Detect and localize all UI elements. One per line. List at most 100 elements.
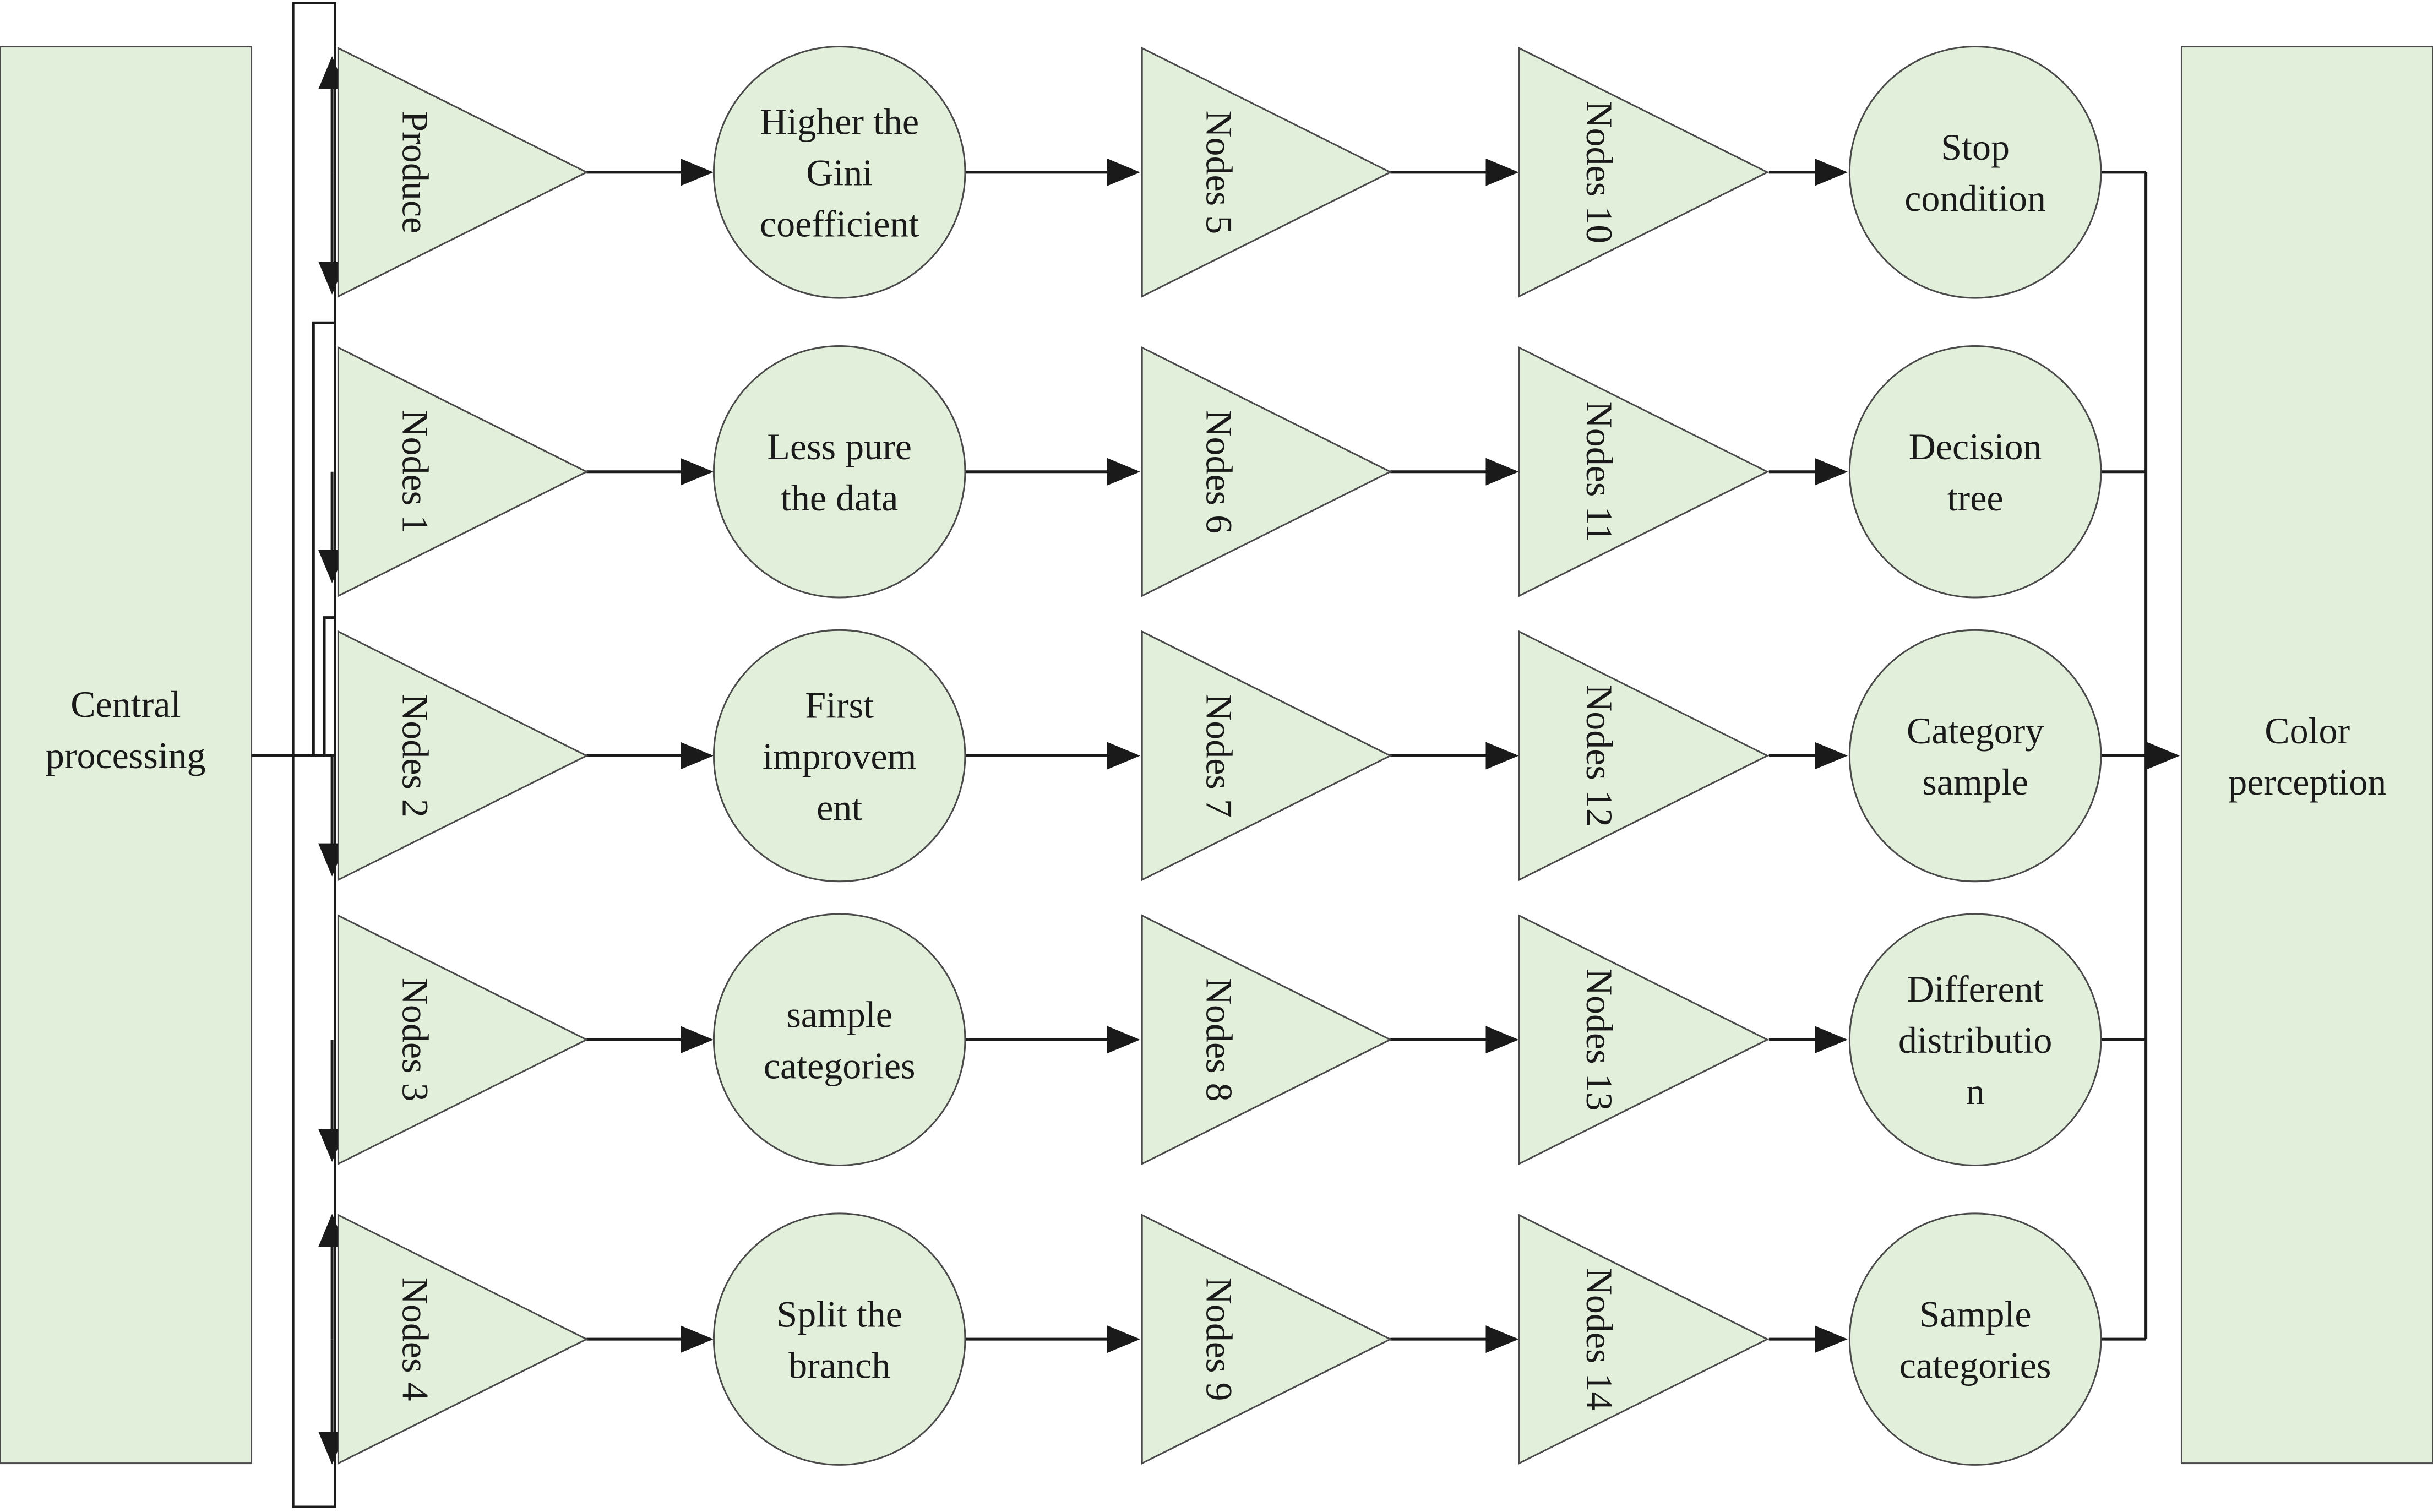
row-5-circle-2 [1848,1212,2102,1466]
bus-inner-line-1 [312,321,335,756]
row-1-circle-2-label: Stop condition [1904,126,2046,219]
row-2-node-b-triangle [1141,346,1392,597]
row-1-node-b-label-line: Nodes 5 [1198,110,1240,234]
row-1-circle-2 [1848,46,2102,299]
row-3-node-a-triangle [337,630,589,882]
row-1-circle-2-label-line: condition [1904,177,2046,219]
connector-lines [586,158,2180,1353]
row-1-node-a-label: Produce [394,111,436,233]
row-2-node-a-label-line: Nodes 1 [394,410,436,534]
row-1-node-a-triangle [337,46,589,298]
row-2-circle-1-label: Less pure the data [767,426,911,519]
row-4-circle-2-label-line: distributio [1898,1019,2053,1061]
row-2-node-a-triangle [337,346,589,597]
bus-inner-line-2 [323,616,335,756]
row-5-circle-2-label-line: categories [1899,1344,2051,1386]
row-4-circle-1-label-line: sample [786,994,892,1036]
row-4-node-b-label-line: Nodes 8 [1198,978,1240,1102]
row-4-circle-1-label: sample categories [764,994,916,1087]
row-5-node-b-label-line: Nodes 9 [1198,1277,1240,1401]
row-1-node-c-label: Nodes 10 [1579,101,1620,243]
color-perception-block [2180,46,2433,1465]
row-2-node-c-label-line: Nodes 11 [1579,401,1620,542]
row-2-node-c-triangle [1518,346,1770,597]
row-2-circle-2-label-line: Decision [1909,426,2042,467]
row-3-node-b-triangle [1141,630,1392,882]
row-1-node-b-label: Nodes 5 [1198,110,1240,234]
row-5-node-c-label: Nodes 14 [1579,1268,1620,1411]
row-5-node-a-label: Nodes 4 [394,1277,436,1401]
row-1-circle-1-label-line: Higher the [760,101,919,143]
row-4-node-c-triangle [1518,914,1770,1166]
row-4-circle-1 [712,913,966,1166]
row-5-node-b-label: Nodes 9 [1198,1277,1240,1401]
row-5-node-a-triangle [337,1214,589,1465]
row-5-circle-2-label-line: Sample [1919,1293,2032,1335]
row-3-circle-1-label-line: improvem [763,735,917,777]
row-3-circle-2-label-line: sample [1922,761,2028,803]
row-5-node-c-label-line: Nodes 14 [1579,1268,1620,1411]
row-3-circle-2-label: Category sample [1907,710,2044,803]
row-4-circle-2-label-line: Different [1907,968,2044,1010]
row-2-circle-2-label: Decision tree [1909,426,2042,519]
row-4-circle-1-label-line: categories [764,1045,916,1087]
row-4-node-a-label-line: Nodes 3 [394,978,436,1102]
row-4-node-c-label-line: Nodes 13 [1579,969,1620,1111]
row-3-node-a-label-line: Nodes 2 [394,694,436,818]
row-4-circle-2-label: Different distributio n [1898,968,2053,1112]
row-3-circle-1-label-line: First [805,684,874,726]
row-1-node-c-label-line: Nodes 10 [1579,101,1620,243]
row-4-node-b-triangle [1141,914,1392,1166]
row-5-node-b-triangle [1141,1214,1392,1465]
row-3-node-c-triangle [1518,630,1770,882]
row-3-node-c-label: Nodes 12 [1579,684,1620,827]
row-2-circle-2 [1848,345,2102,599]
row-1-circle-1-label-line: Gini [806,152,873,194]
row-5-circle-1-label: Split the branch [776,1293,902,1386]
row-5-circle-2-label: Sample categories [1899,1293,2051,1386]
row-2-circle-1 [712,345,966,599]
row-2-circle-1-label-line: the data [781,477,898,519]
row-5-circle-1-label-line: branch [788,1344,890,1386]
row-1-circle-1-label-line: coefficient [760,203,919,245]
row-4-node-a-triangle [337,914,589,1166]
row-1-circle-1 [712,46,966,299]
row-3-node-b-label-line: Nodes 7 [1198,694,1240,818]
row-4-circle-2-label-line: n [1966,1070,1985,1112]
row-3-node-b-label: Nodes 7 [1198,694,1240,818]
row-3-circle-1-label-line: ent [817,786,862,828]
row-1-node-b-triangle [1141,46,1392,298]
central-processing-label: Central processing [46,683,206,776]
row-2-circle-1-label-line: Less pure [767,426,911,467]
row-5-node-c-triangle [1518,1214,1770,1465]
row-1-node-a-label-line: Produce [394,111,436,233]
row-1-node-c-triangle [1518,46,1770,298]
vertical-bus [251,2,346,1508]
row-4-node-b-label: Nodes 8 [1198,978,1240,1102]
row-3-circle-2-label-line: Category [1907,710,2044,752]
color-perception-label-line: Color [2265,710,2350,752]
central-processing-label-line: Central [70,683,181,725]
row-3-circle-2 [1848,629,2102,883]
row-2-node-b-label: Nodes 6 [1198,410,1240,534]
row-2-node-a-label: Nodes 1 [394,410,436,534]
row-2-node-b-label-line: Nodes 6 [1198,410,1240,534]
row-5-circle-1-label-line: Split the [776,1293,902,1335]
row-5-circle-1 [712,1212,966,1466]
row-2-node-c-label: Nodes 11 [1579,401,1620,542]
row-3-node-a-label: Nodes 2 [394,694,436,818]
row-4-circle-2 [1848,913,2102,1166]
row-4-node-a-label: Nodes 3 [394,978,436,1102]
row-5-node-a-label-line: Nodes 4 [394,1277,436,1401]
row-3-node-c-label-line: Nodes 12 [1579,684,1620,827]
central-processing-label-line: processing [46,735,206,776]
central-processing-block [0,46,253,1465]
row-1-circle-2-label-line: Stop [1941,126,2010,168]
row-2-circle-2-label-line: tree [1947,477,2004,519]
row-3-circle-1 [712,629,966,883]
